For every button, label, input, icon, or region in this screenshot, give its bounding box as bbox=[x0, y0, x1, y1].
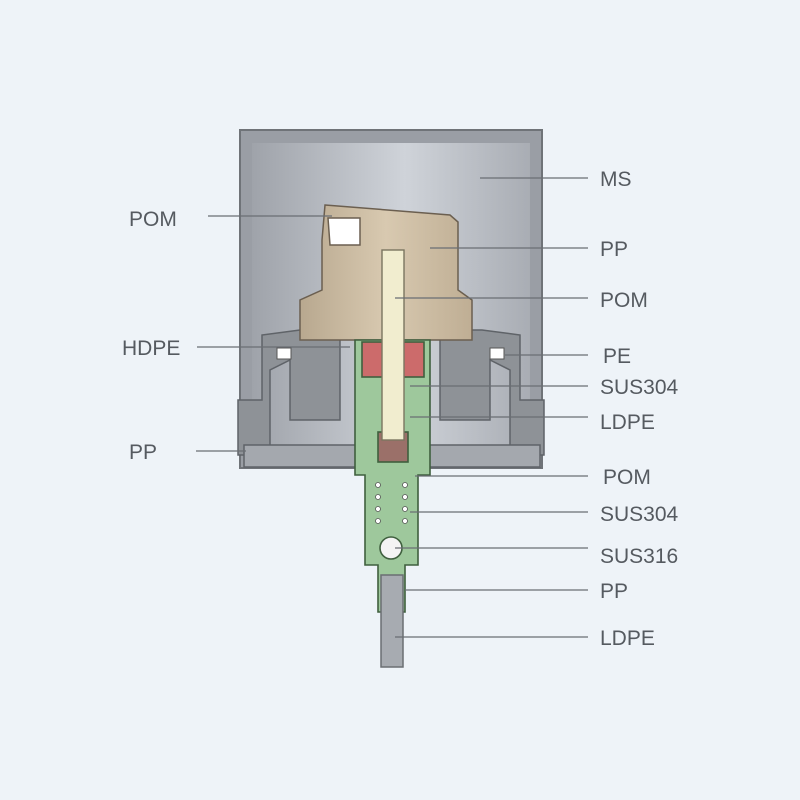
pe-gasket-left bbox=[276, 347, 292, 360]
leader-lines bbox=[196, 177, 588, 638]
piston-stem bbox=[381, 249, 405, 441]
label-ms: MS bbox=[600, 168, 632, 191]
label-pom-body: POM bbox=[603, 466, 651, 489]
spring bbox=[375, 482, 408, 524]
label-ldpe-piston: LDPE bbox=[600, 411, 655, 434]
label-pp-actuator: PP bbox=[600, 238, 628, 261]
label-hdpe: HDPE bbox=[122, 337, 180, 360]
dip-tube bbox=[380, 574, 404, 668]
label-sus304-upper: SUS304 bbox=[600, 376, 679, 399]
label-ldpe-tube: LDPE bbox=[600, 627, 655, 650]
label-sus316-ball: SUS316 bbox=[600, 545, 678, 568]
label-pp-closure: PP bbox=[129, 441, 157, 464]
pe-gasket-right bbox=[489, 347, 505, 360]
label-pom-stem: POM bbox=[600, 289, 648, 312]
label-pe: PE bbox=[603, 345, 631, 368]
label-sus304-spring: SUS304 bbox=[600, 503, 679, 526]
label-pom-nozzle: POM bbox=[129, 208, 177, 231]
label-pp-housing: PP bbox=[600, 580, 628, 603]
